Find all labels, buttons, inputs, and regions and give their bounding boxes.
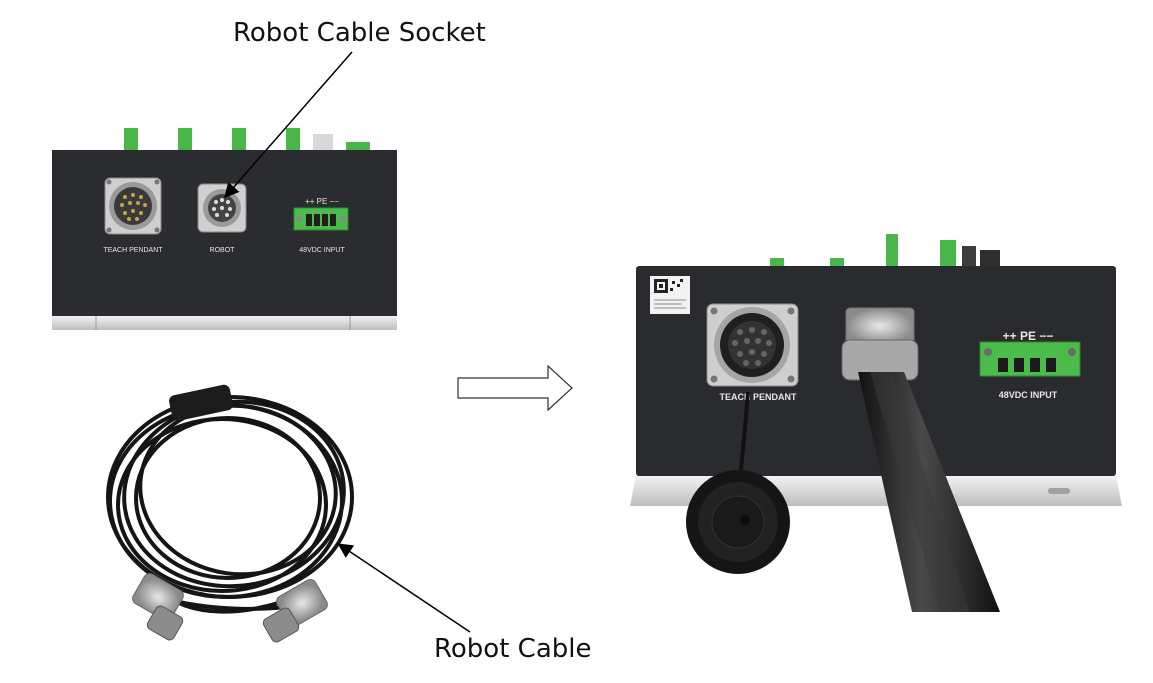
controller-panel-top: TEACH PENDANT ROBOT ++ PE −− 48VDC INPUT [52,128,397,330]
photo-label-power-polarity: ++ PE −− [1003,329,1054,343]
cable-callout-arrow [337,543,471,633]
robot-cable-socket-label: Robot Cable Socket [233,18,486,48]
panel-body [52,150,397,316]
power-input-terminal [293,207,349,231]
robot-cable-coil [106,384,354,643]
photo-label-power-input: 48VDC INPUT [999,390,1058,400]
mounting-plate [52,316,397,330]
teach-pendant-connector [104,177,162,235]
robot-socket [197,183,247,233]
label-power-input: 48VDC INPUT [299,247,345,254]
label-teach-pendant: TEACH PENDANT [103,247,163,254]
dust-cap [686,470,790,574]
photo-teach-pendant-connector [706,303,799,387]
label-power-polarity: ++ PE −− [305,197,339,206]
controller-panel-photo: TEACH PENDANT ++ PE −− 48VDC INPUT [630,234,1122,612]
connected-robot-cable [841,307,1000,612]
cable-connector-left [132,572,184,641]
socket-callout-arrow [224,51,353,199]
qr-label [650,276,690,314]
photo-label-teach-pendant: TEACH PENDANT [719,392,797,402]
label-robot: ROBOT [210,247,236,254]
robot-cable-label: Robot Cable [434,634,592,664]
result-arrow [457,364,573,412]
photo-power-input-terminal [979,341,1081,377]
cable-connector-right [262,578,328,643]
top-terminal-blocks [124,128,370,152]
